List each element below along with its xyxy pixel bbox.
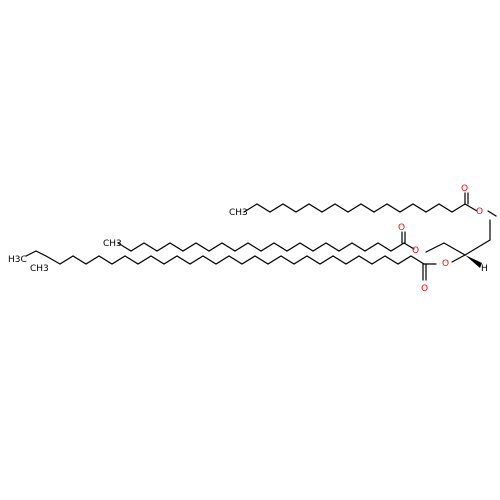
o-carbonyl-mid-label: O — [398, 223, 405, 233]
glycerol-backbone — [425, 219, 491, 268]
stereo-h-label: H — [481, 264, 488, 274]
top-acyl-chain — [243, 192, 497, 217]
o-ester-mid-label: O — [412, 246, 419, 256]
c2-o-bond — [451, 254, 466, 263]
bottom-chain-bonds — [59, 255, 425, 265]
ch3-top-label: CH3 — [229, 208, 248, 218]
top-c-o-bond — [464, 203, 478, 212]
bottom-acyl-chain — [25, 250, 437, 281]
middle-c-o-bond — [403, 242, 415, 250]
middle-chain-bonds — [117, 242, 405, 252]
top-chain-bonds — [243, 203, 466, 213]
bottom-ethyl-bond-b — [45, 255, 61, 265]
ch3-mid-label: CH3 — [103, 239, 122, 249]
backbone-bond-2 — [464, 239, 491, 256]
backbone-bond-4 — [425, 242, 445, 253]
stereo-wedge — [465, 255, 482, 268]
o-ester-bot-label: O — [442, 259, 449, 269]
o-carbonyl-bot-label: O — [421, 284, 428, 294]
h3c-bottom-label: H3C — [8, 255, 27, 265]
o-ester-top-label: O — [476, 207, 483, 217]
backbone-bond-3 — [443, 242, 466, 256]
ch3-bottom-branch-label: CH3 — [30, 264, 49, 274]
o-carbonyl-top-label: O — [461, 184, 468, 194]
middle-acyl-chain — [117, 231, 415, 252]
bottom-ethyl-bond-a — [25, 250, 37, 257]
top-o-ch2-bond — [487, 210, 497, 217]
